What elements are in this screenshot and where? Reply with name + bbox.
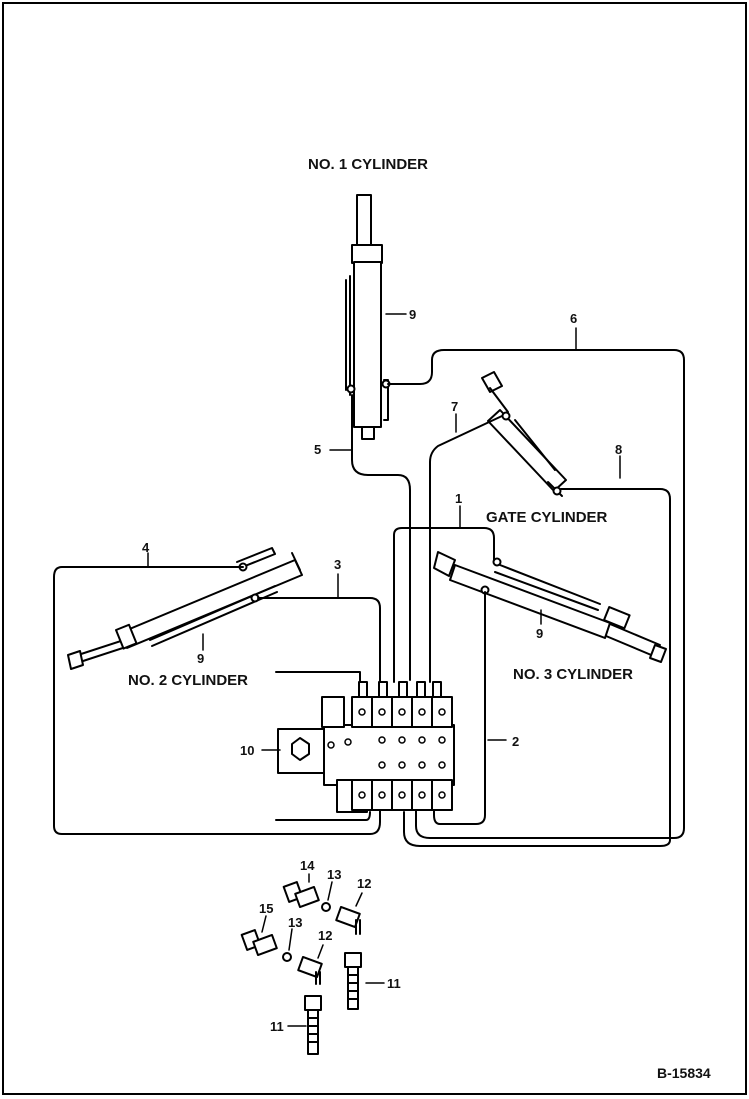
fitting-15 xyxy=(240,929,278,956)
fitting-12b xyxy=(297,956,323,985)
callout-15: 15 xyxy=(259,901,274,916)
callout-12-lower: 12 xyxy=(318,928,333,943)
callout-1: 1 xyxy=(455,491,463,506)
cylinder-1 xyxy=(345,194,391,440)
callout-2: 2 xyxy=(512,734,520,749)
no2-cylinder-label: NO. 2 CYLINDER xyxy=(128,672,249,689)
callout-8: 8 xyxy=(615,442,623,457)
hoses xyxy=(53,349,685,847)
cylinder-3 xyxy=(433,551,667,663)
fittings xyxy=(240,873,385,1055)
valve-lower-sections xyxy=(351,779,453,811)
gate-cylinder-label: GATE CYLINDER xyxy=(486,509,608,526)
leader-lines xyxy=(147,313,621,751)
fitting-14 xyxy=(282,881,320,908)
no1-cylinder-label: NO. 1 CYLINDER xyxy=(308,156,429,173)
callout-10: 10 xyxy=(240,743,255,758)
o-ring-13a xyxy=(321,902,331,912)
valve-fittings-top xyxy=(358,681,442,698)
figure-id: B-15834 xyxy=(657,1065,711,1081)
fitting-12a xyxy=(335,906,361,935)
callout-11-upper: 11 xyxy=(387,976,401,991)
fitting-11a xyxy=(344,952,362,1010)
callout-13-upper: 13 xyxy=(327,867,342,882)
no3-cylinder-label: NO. 3 CYLINDER xyxy=(513,666,634,683)
callout-13-lower: 13 xyxy=(288,915,303,930)
callout-14: 14 xyxy=(300,858,315,873)
o-ring-13b xyxy=(282,952,292,962)
callout-9-cyl2: 9 xyxy=(197,651,205,666)
control-valve xyxy=(277,681,455,813)
callout-9-cyl1: 9 xyxy=(409,307,417,322)
fitting-11b xyxy=(304,995,322,1055)
callout-12-upper: 12 xyxy=(357,876,372,891)
callout-9-cyl3: 9 xyxy=(536,626,544,641)
callout-4: 4 xyxy=(142,540,150,555)
gate-cylinder xyxy=(481,371,567,497)
callout-5: 5 xyxy=(314,442,322,457)
callout-3: 3 xyxy=(334,557,342,572)
callout-6: 6 xyxy=(570,311,578,326)
callout-11-lower: 11 xyxy=(270,1019,284,1034)
cylinder-2 xyxy=(67,547,303,670)
valve-upper-sections xyxy=(351,696,453,728)
callout-7: 7 xyxy=(451,399,459,414)
